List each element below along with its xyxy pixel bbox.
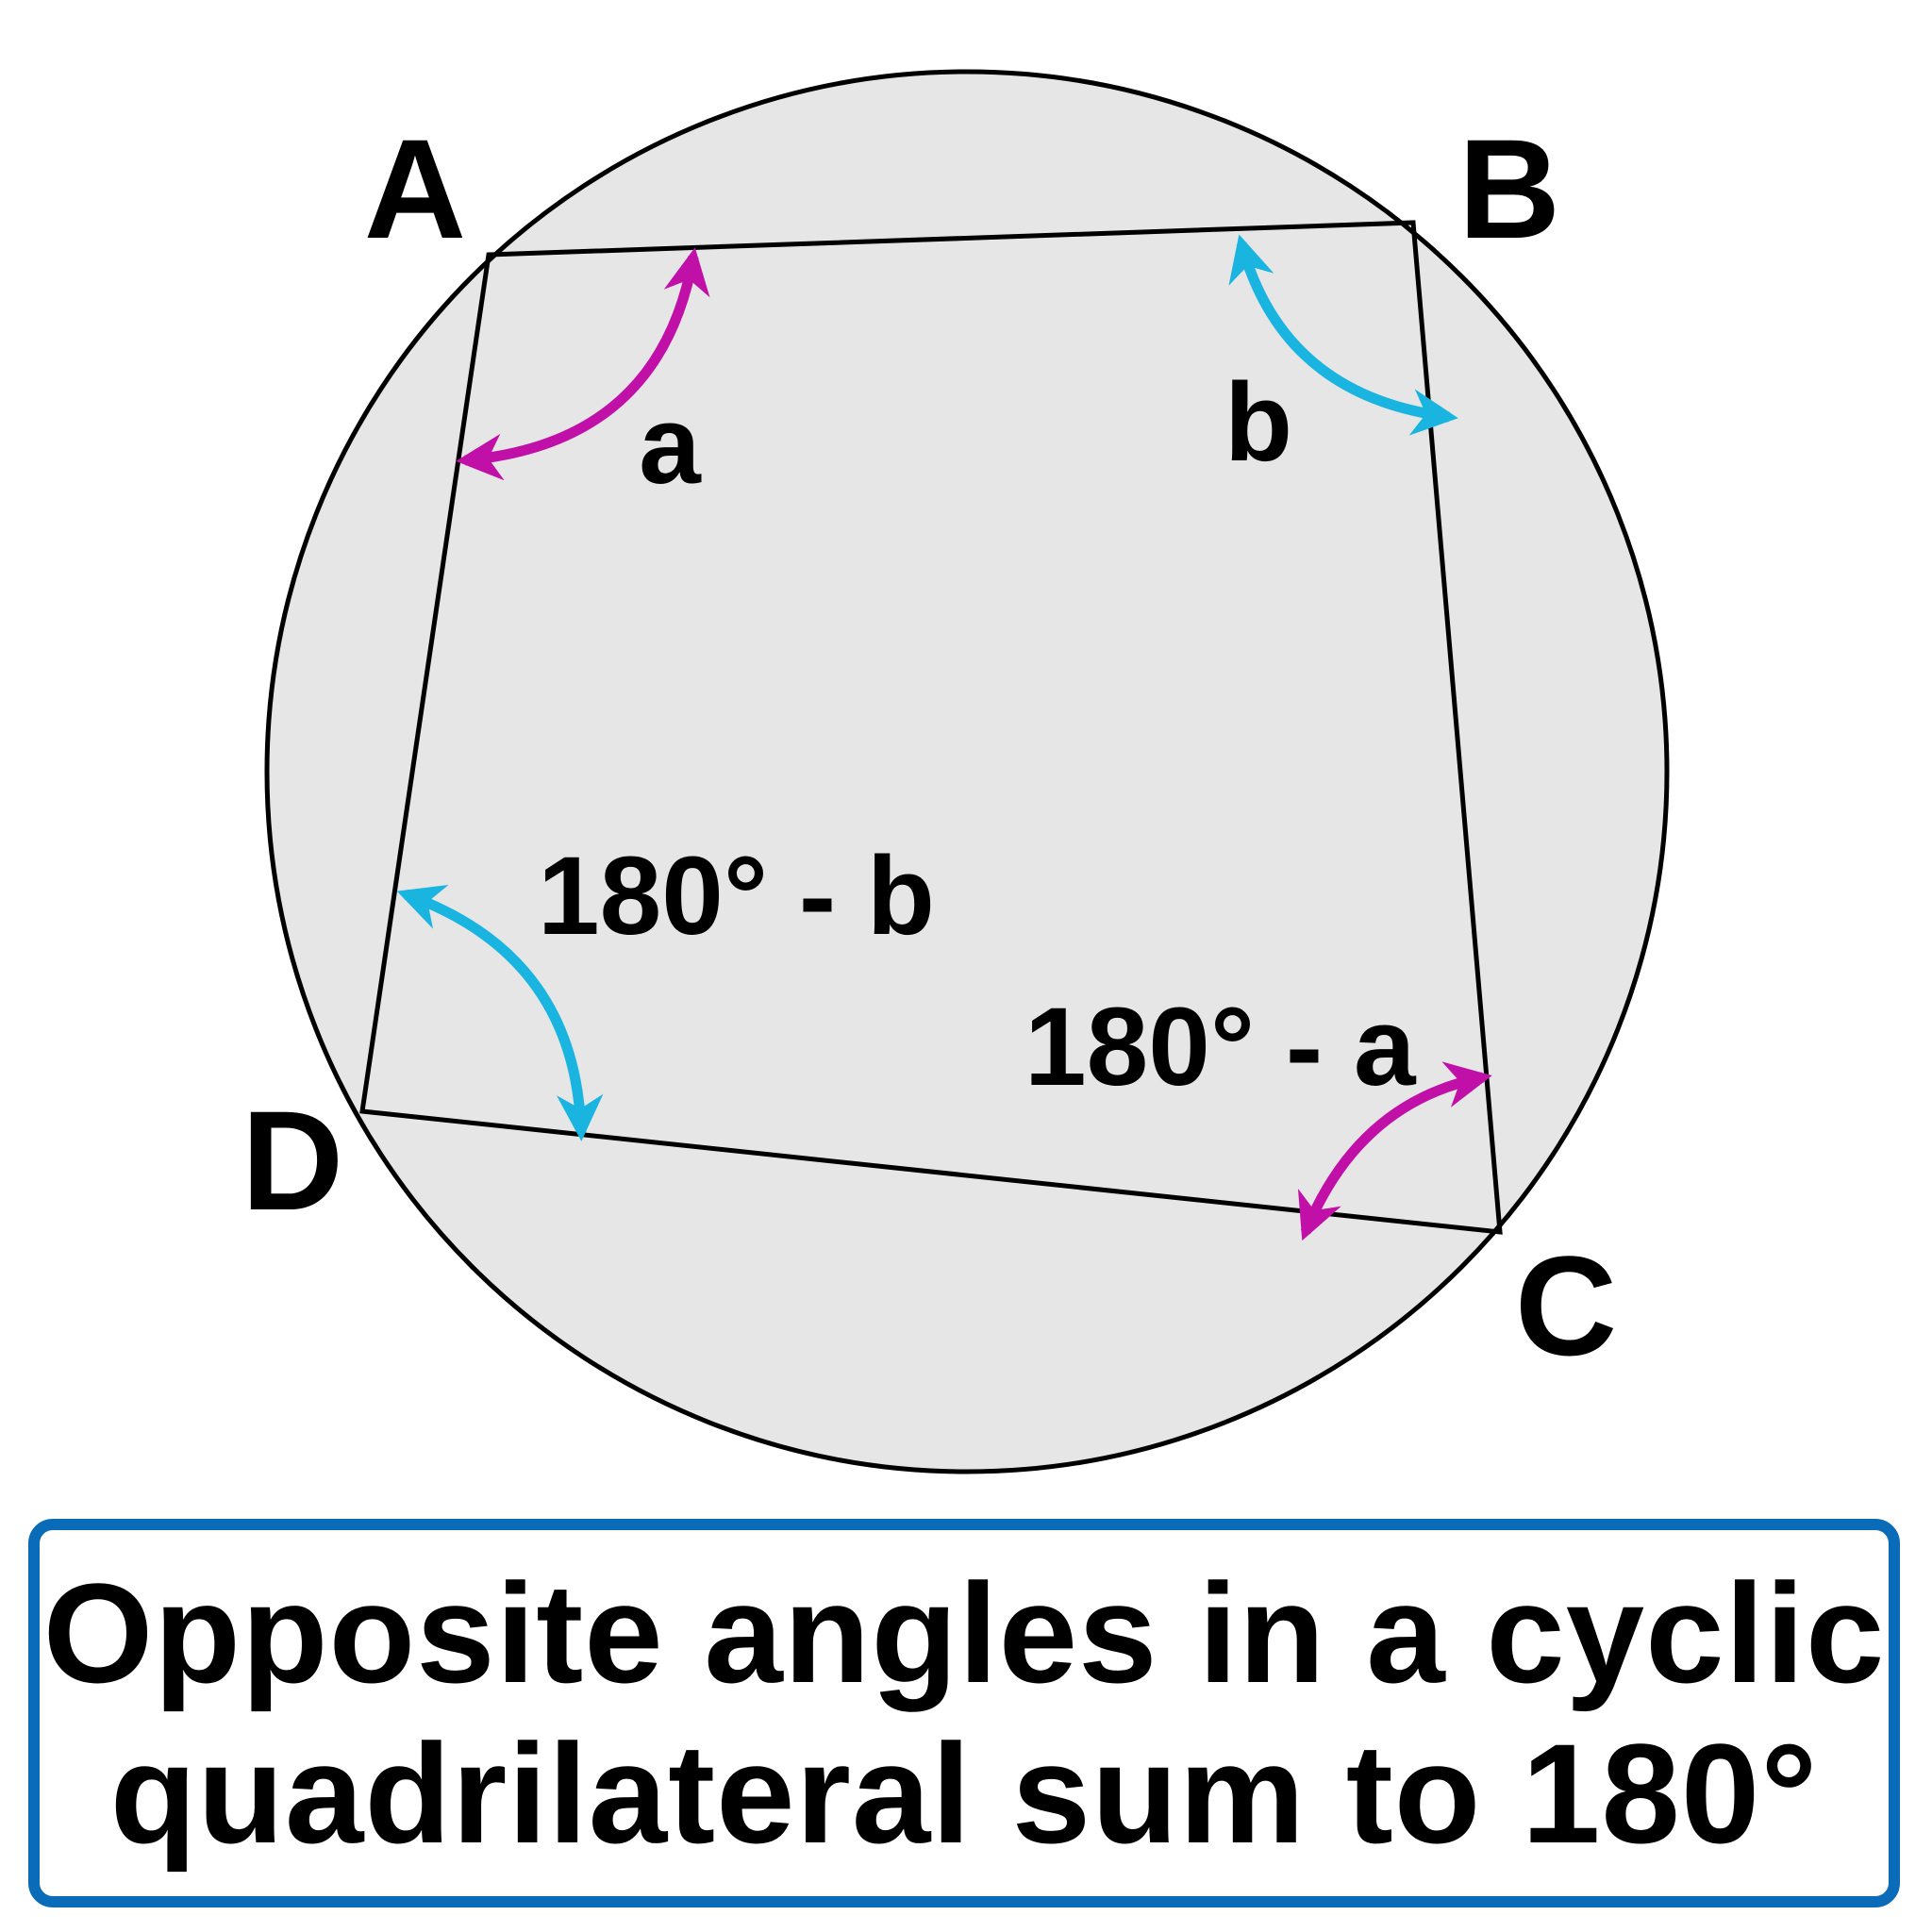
caption-box: Opposite angles in a cyclic quadrilatera… bbox=[28, 1519, 1900, 1907]
circumcircle bbox=[264, 69, 1670, 1474]
caption-line-2: quadrilateral sum to 180° bbox=[109, 1714, 1819, 1873]
quadrilateral-abcd bbox=[359, 220, 1503, 1235]
angle-arrow-a bbox=[456, 247, 710, 481]
angle-label-a: a bbox=[639, 383, 702, 508]
vertex-label-a: A bbox=[364, 109, 466, 268]
caption-line-1: Opposite angles in a cyclic bbox=[42, 1554, 1886, 1712]
angle-label-c: 180° - a bbox=[1024, 985, 1417, 1109]
angle-arrow-d bbox=[396, 884, 604, 1141]
vertex-label-d: D bbox=[242, 1081, 343, 1240]
vertex-label-c: C bbox=[1515, 1226, 1617, 1385]
angle-arrow-b bbox=[1228, 234, 1458, 436]
cyclic-quadrilateral-diagram: A B C D a b 180° - b 180° - a bbox=[242, 69, 1670, 1474]
vertex-label-b: B bbox=[1458, 109, 1560, 268]
angle-label-b: b bbox=[1224, 360, 1292, 485]
angle-label-d: 180° - b bbox=[538, 834, 935, 958]
angle-arrow-c bbox=[1297, 1061, 1492, 1241]
